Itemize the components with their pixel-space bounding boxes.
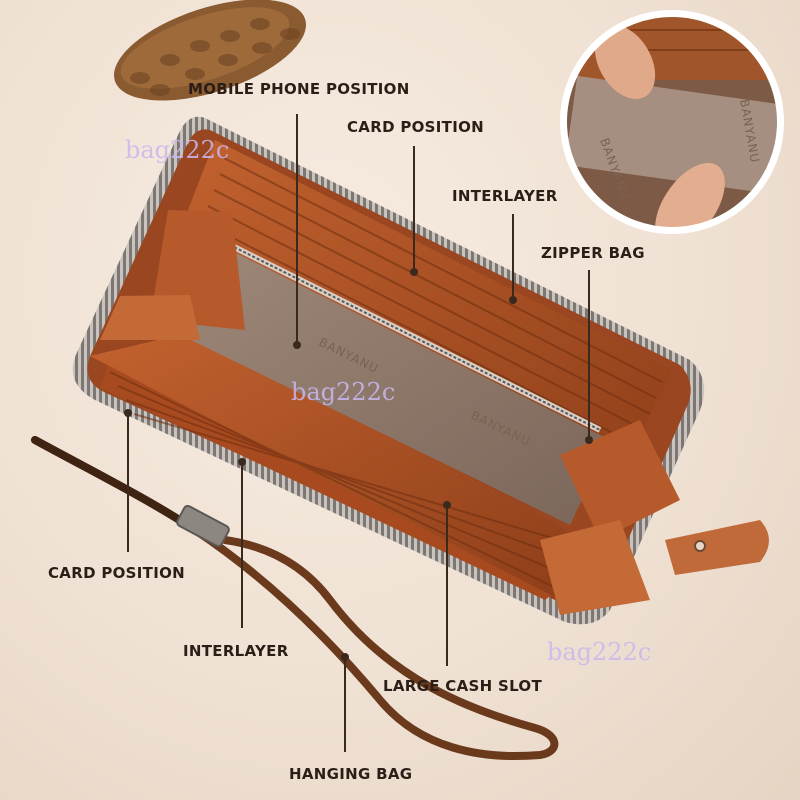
callout-large-cash-slot: LARGE CASH SLOT (383, 677, 543, 695)
callout-mobile-phone-position: MOBILE PHONE POSITION (188, 80, 410, 98)
callout-leaders (124, 114, 593, 752)
watermark: bag222c (291, 378, 396, 406)
wallet-body: BANYANU BANYANU (72, 116, 769, 625)
watermark: bag222c (547, 638, 652, 666)
callout-interlayer-bottom: INTERLAYER (183, 642, 289, 660)
watermark: bag222c (125, 136, 230, 164)
callout-interlayer-top: INTERLAYER (452, 187, 558, 205)
callout-card-position-top: CARD POSITION (347, 118, 484, 136)
callout-hanging-bag: HANGING BAG (289, 765, 413, 783)
wrist-strap (31, 436, 559, 761)
callout-card-position-left: CARD POSITION (48, 564, 185, 582)
callout-zipper-bag: ZIPPER BAG (541, 244, 645, 262)
detail-inset: BANYANU BANYANU (560, 10, 784, 234)
pine-cone (114, 0, 306, 101)
